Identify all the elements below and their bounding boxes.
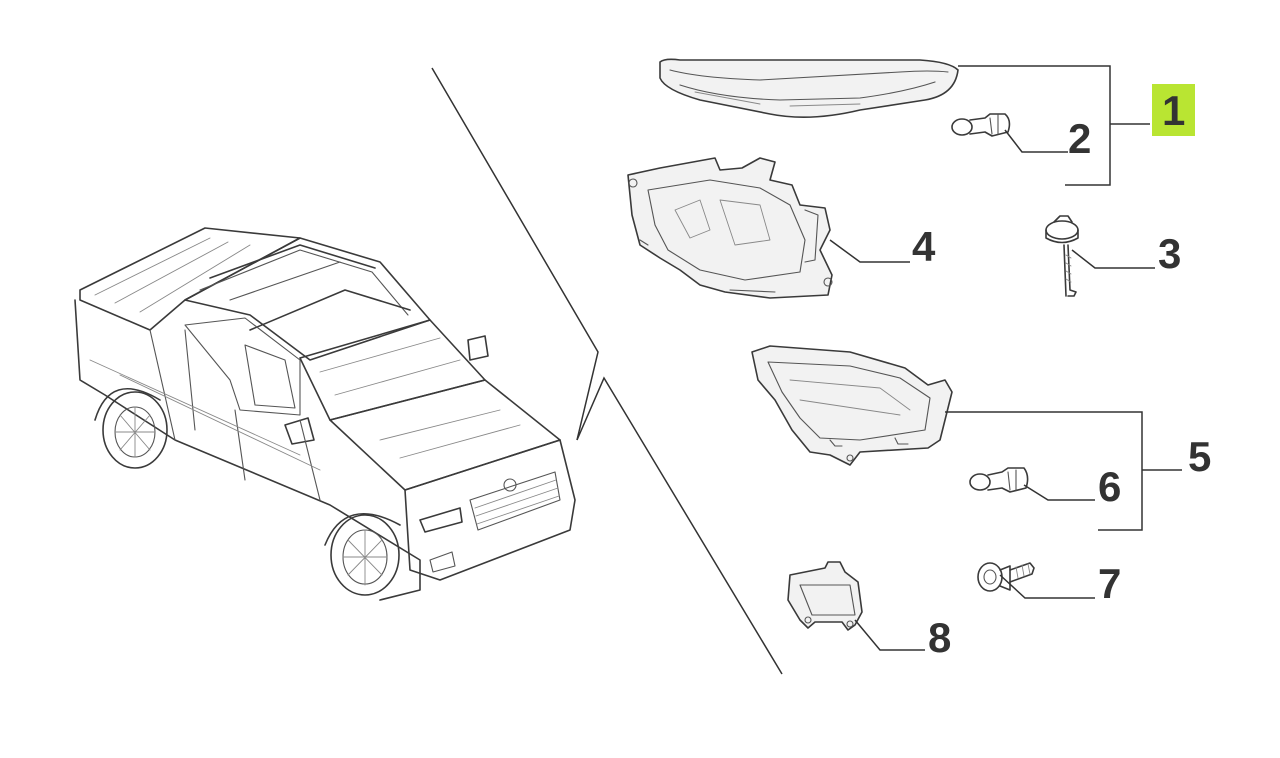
callout-4[interactable]: 4 <box>912 223 936 270</box>
vehicle-illustration <box>74 227 576 601</box>
part-3-screw <box>1045 215 1079 297</box>
callout-8[interactable]: 8 <box>928 614 952 661</box>
part-2-bulb <box>951 113 1011 137</box>
part-8-cover <box>787 561 863 631</box>
part-4-bracket <box>627 157 833 299</box>
part-5-lamp-housing <box>751 345 953 466</box>
callout-1[interactable]: 1 <box>1152 84 1196 136</box>
part-7-screw <box>977 562 1035 592</box>
section-lines <box>431 67 783 675</box>
callout-2[interactable]: 2 <box>1068 115 1092 162</box>
leader-lines <box>829 65 1182 651</box>
callout-6[interactable]: 6 <box>1098 463 1122 510</box>
part-1-drl-lamp <box>659 58 959 118</box>
callout-7[interactable]: 7 <box>1098 560 1122 607</box>
callout-5[interactable]: 5 <box>1188 433 1212 480</box>
part-6-bulb <box>969 467 1029 493</box>
callout-3[interactable]: 3 <box>1158 230 1182 277</box>
